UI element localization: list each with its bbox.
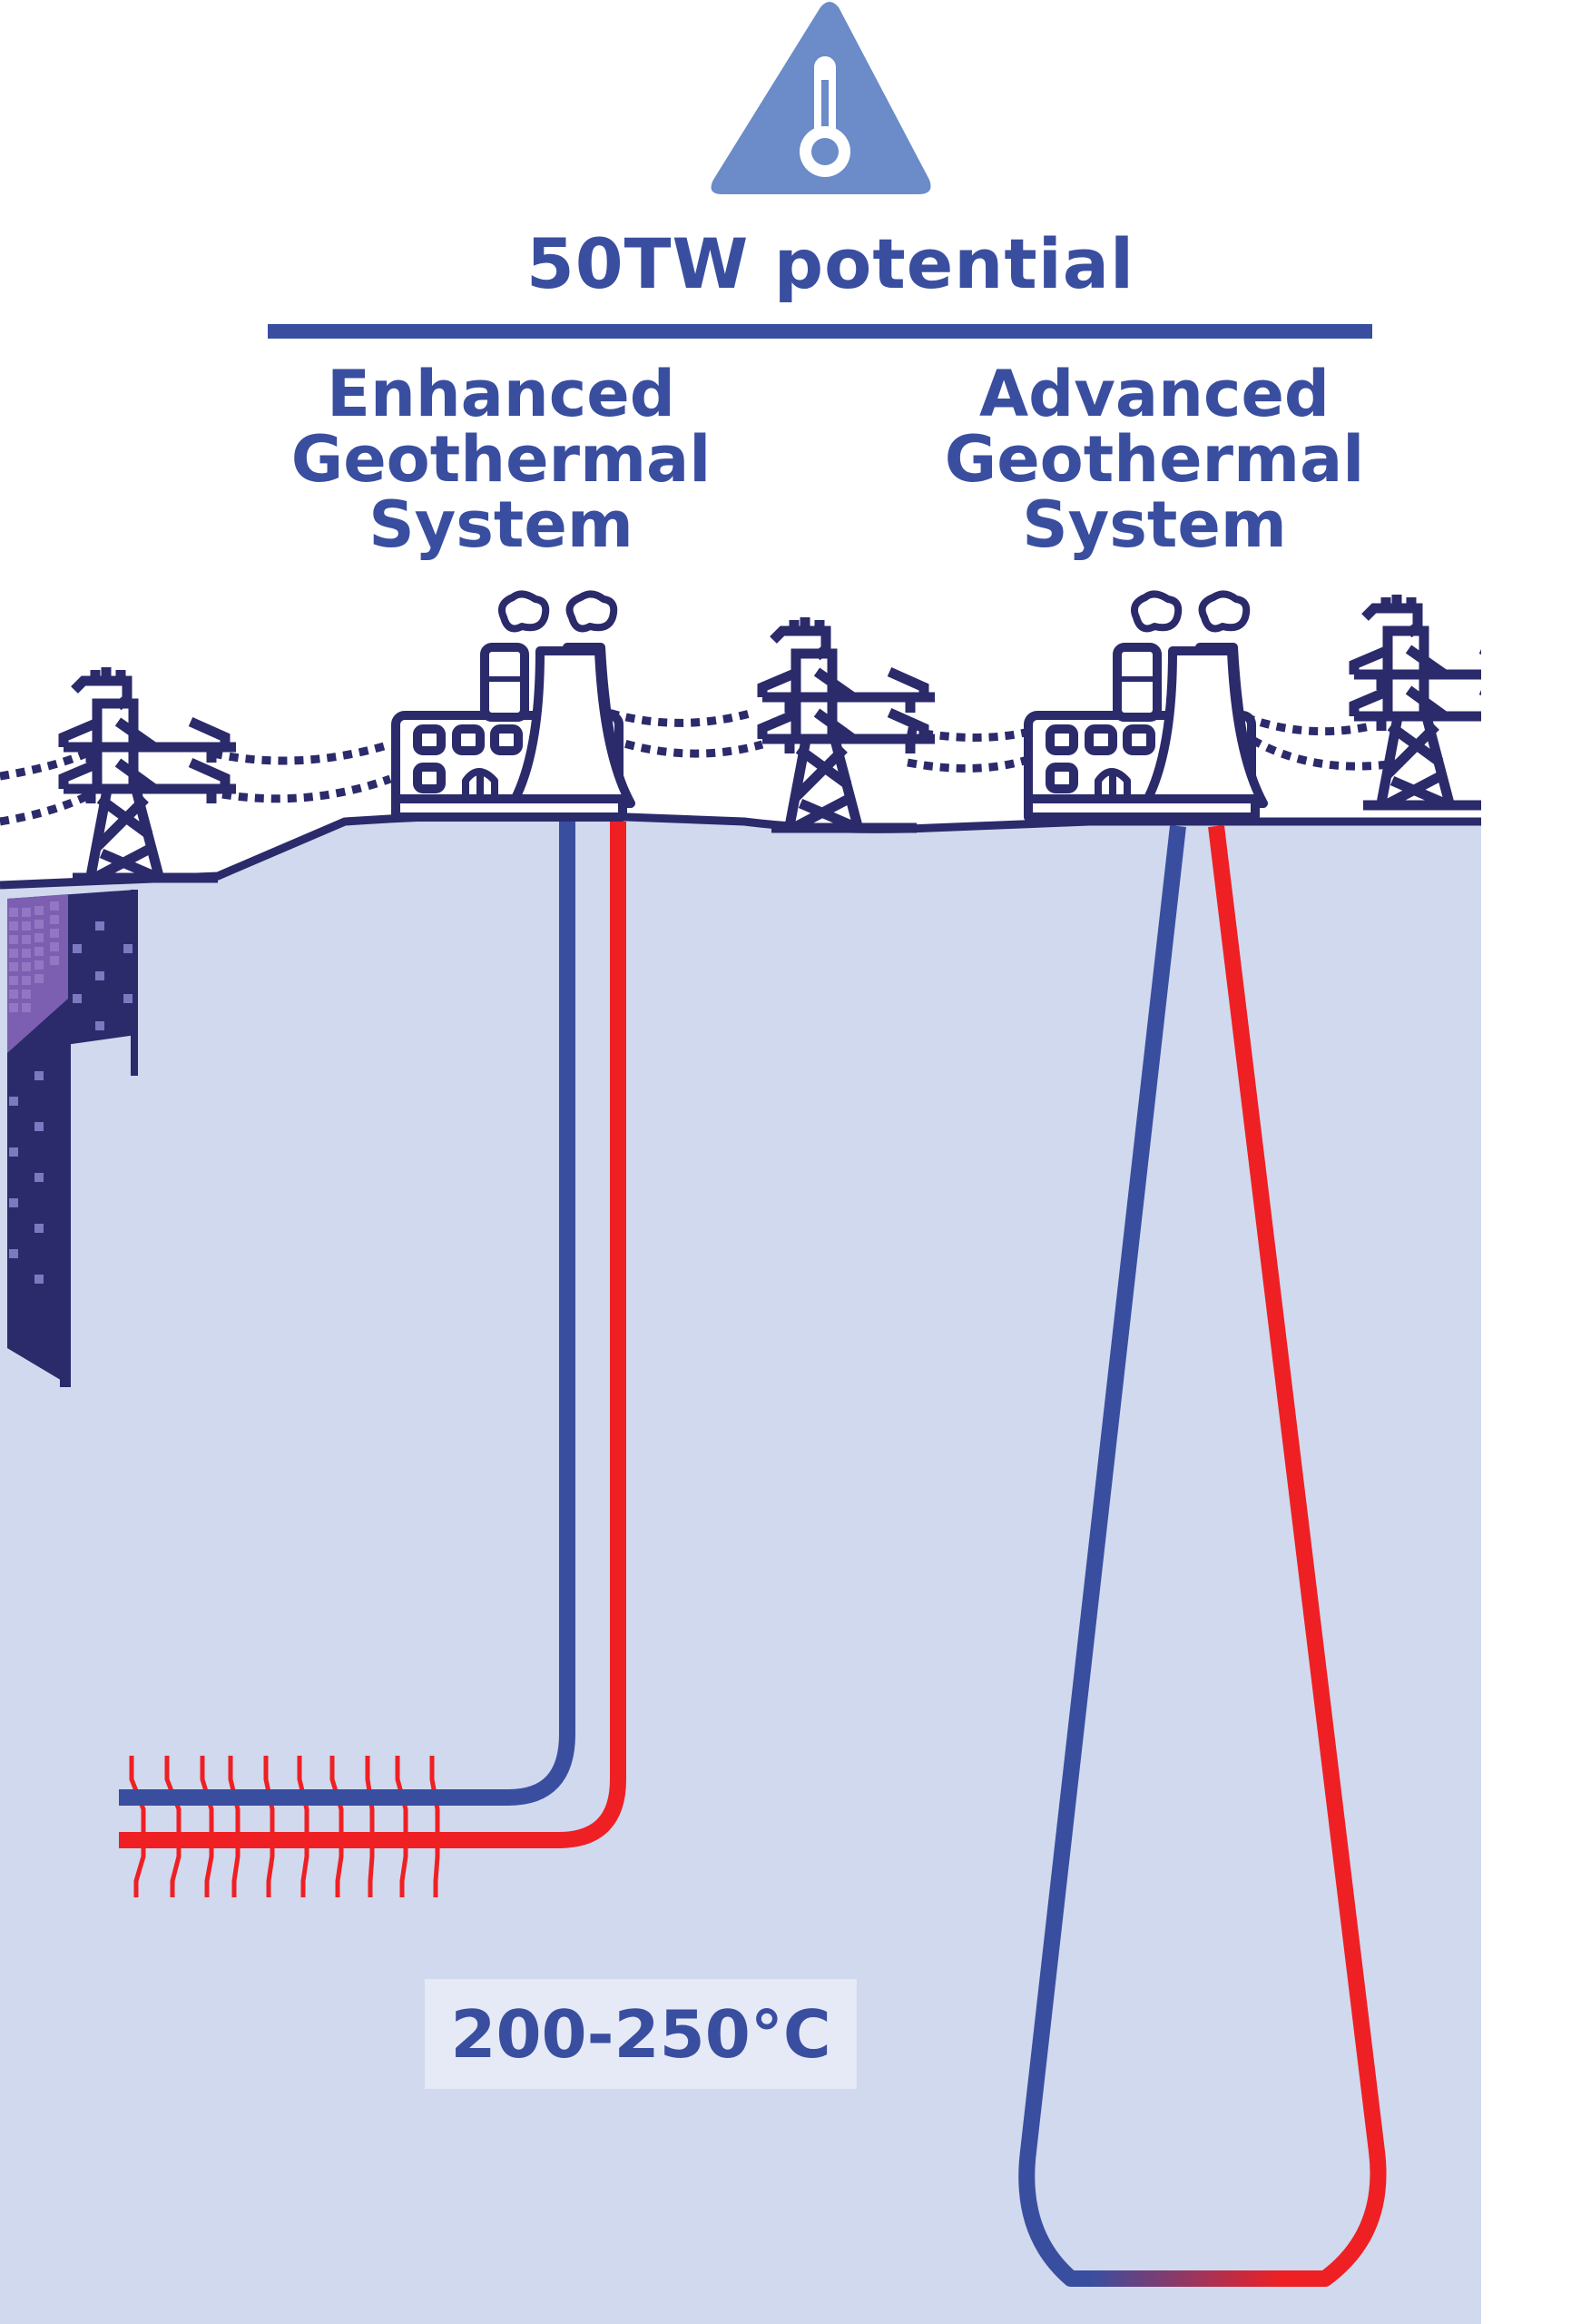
power-tower-icon <box>58 667 236 883</box>
page-title: 50TW potential <box>525 223 1135 304</box>
title-divider <box>268 324 1372 339</box>
egs-heading: Enhanced Geothermal System <box>229 361 773 557</box>
ground <box>0 814 1481 2324</box>
egs-heading-line: Enhanced <box>327 357 675 431</box>
temperature-label: 200-250°C <box>450 1995 831 2073</box>
power-plant-icon <box>1028 594 1263 817</box>
ags-heading-line: Geothermal <box>944 422 1365 497</box>
thermometer-warning-icon <box>711 2 931 194</box>
ags-heading-line: Advanced <box>978 357 1331 431</box>
egs-well <box>119 822 626 1897</box>
power-tower-icon <box>1354 595 1527 805</box>
ags-well <box>1018 824 1387 2287</box>
city-buildings-icon <box>7 890 138 1387</box>
ags-heading: Advanced Geothermal System <box>882 361 1427 557</box>
ags-heading-line: System <box>1022 487 1287 562</box>
egs-heading-line: Geothermal <box>290 422 712 497</box>
egs-heading-line: System <box>368 487 633 562</box>
power-plant-icon <box>391 590 635 822</box>
temperature-badge: 200-250°C <box>425 1979 857 2089</box>
power-tower-icon <box>762 617 935 828</box>
